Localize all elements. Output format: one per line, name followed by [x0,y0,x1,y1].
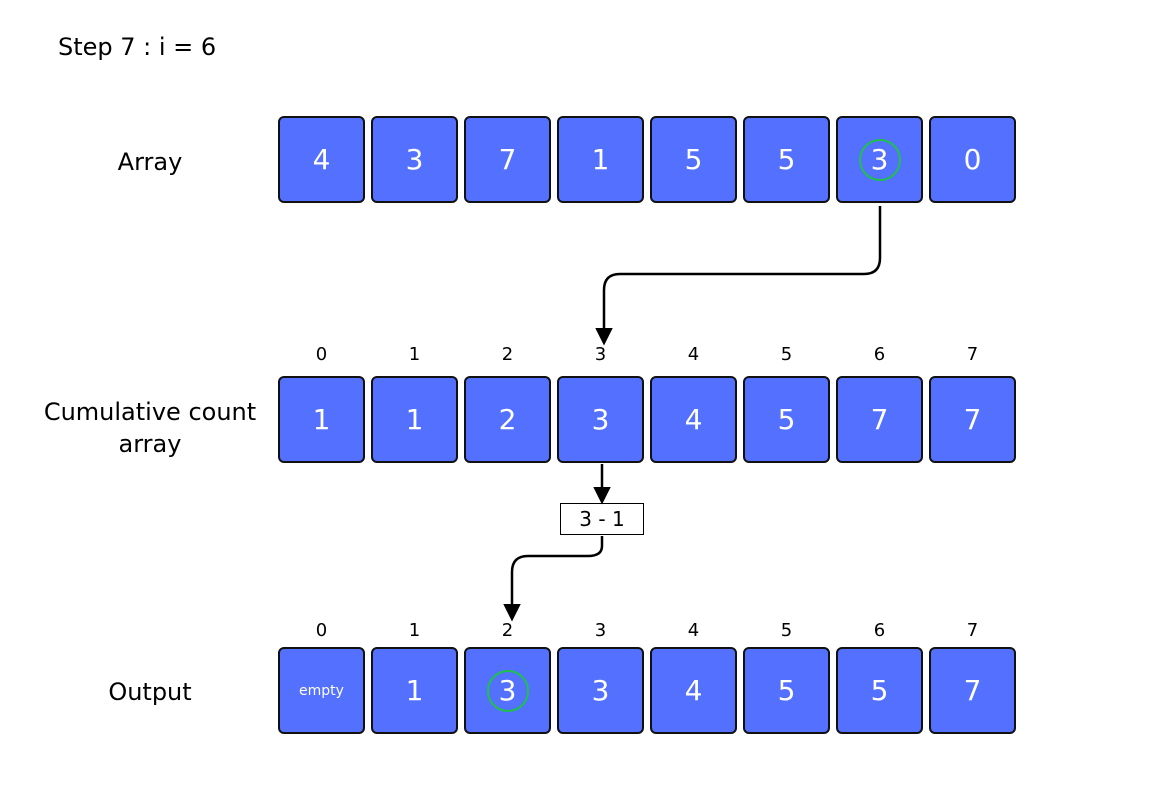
output-cell-value: 7 [963,674,982,707]
decrement-calculation-box: 3 - 1 [560,503,644,535]
cumulative-count-row: 1 1 2 3 4 5 7 7 [278,376,1016,463]
output-index: 2 [501,620,514,641]
output-index: 5 [780,620,793,641]
cumulative-count-label-line1: Cumulative count [43,398,257,426]
count-index: 7 [966,344,979,365]
count-index: 4 [687,344,700,365]
output-cell-value: 3 [591,674,610,707]
output-array-row: empty 1 3 3 4 5 5 7 [278,647,1016,734]
output-cell-empty: empty [278,647,365,734]
count-index: 3 [594,344,607,365]
arrow-array-to-count [595,206,882,346]
output-cell: 5 [836,647,923,734]
count-cell: 5 [743,376,830,463]
count-cell: 2 [464,376,551,463]
count-cell-value: 5 [777,403,796,436]
count-cell-value: 3 [591,403,610,436]
arrow-calc-to-output [503,536,604,622]
array-cell-value: 3 [870,143,889,176]
count-cell: 7 [929,376,1016,463]
count-cell-value: 1 [312,403,331,436]
output-index-row: 0 1 2 3 4 5 6 7 [278,620,1016,641]
array-cell: 1 [557,116,644,203]
count-index: 2 [501,344,514,365]
output-index: 1 [408,620,421,641]
array-cell-current: 3 [836,116,923,203]
output-cell-value: empty [299,682,344,699]
count-cell-value: 1 [405,403,424,436]
output-cell-value: 1 [405,674,424,707]
count-index: 0 [315,344,328,365]
cumulative-count-label: Cumulative count array [40,396,260,460]
output-cell-value: 5 [870,674,889,707]
input-array-row: 4 3 7 1 5 5 3 0 [278,116,1016,203]
count-cell-value: 2 [498,403,517,436]
output-index: 6 [873,620,886,641]
array-cell: 3 [371,116,458,203]
count-cell-value: 7 [870,403,889,436]
count-cell: 4 [650,376,737,463]
output-cell-value: 3 [498,674,517,707]
count-cell: 7 [836,376,923,463]
output-index: 7 [966,620,979,641]
output-index: 4 [687,620,700,641]
count-cell-value: 7 [963,403,982,436]
count-index: 6 [873,344,886,365]
array-cell: 7 [464,116,551,203]
array-cell-value: 4 [312,143,331,176]
array-cell-value: 0 [963,143,982,176]
array-cell: 5 [743,116,830,203]
output-label: Output [108,678,192,706]
count-index: 5 [780,344,793,365]
output-cell-value: 4 [684,674,703,707]
output-cell-value: 5 [777,674,796,707]
output-cell-current: 3 [464,647,551,734]
count-cell-value: 4 [684,403,703,436]
array-cell: 5 [650,116,737,203]
array-cell: 0 [929,116,1016,203]
count-cell: 1 [278,376,365,463]
output-index: 0 [315,620,328,641]
output-cell: 5 [743,647,830,734]
cumulative-count-label-line2: array [118,430,182,458]
array-cell-value: 1 [591,143,610,176]
array-cell-value: 5 [684,143,703,176]
count-index: 1 [408,344,421,365]
count-cell: 1 [371,376,458,463]
step-title: Step 7 : i = 6 [58,33,217,61]
array-label: Array [117,148,183,176]
count-cell-current: 3 [557,376,644,463]
array-cell-value: 7 [498,143,517,176]
output-cell: 7 [929,647,1016,734]
output-cell: 1 [371,647,458,734]
output-cell: 4 [650,647,737,734]
array-cell: 4 [278,116,365,203]
array-cell-value: 3 [405,143,424,176]
count-index-row: 0 1 2 3 4 5 6 7 [278,344,1016,365]
output-cell: 3 [557,647,644,734]
highlight-circle [486,669,529,712]
highlight-circle [858,138,901,181]
output-index: 3 [594,620,607,641]
array-cell-value: 5 [777,143,796,176]
